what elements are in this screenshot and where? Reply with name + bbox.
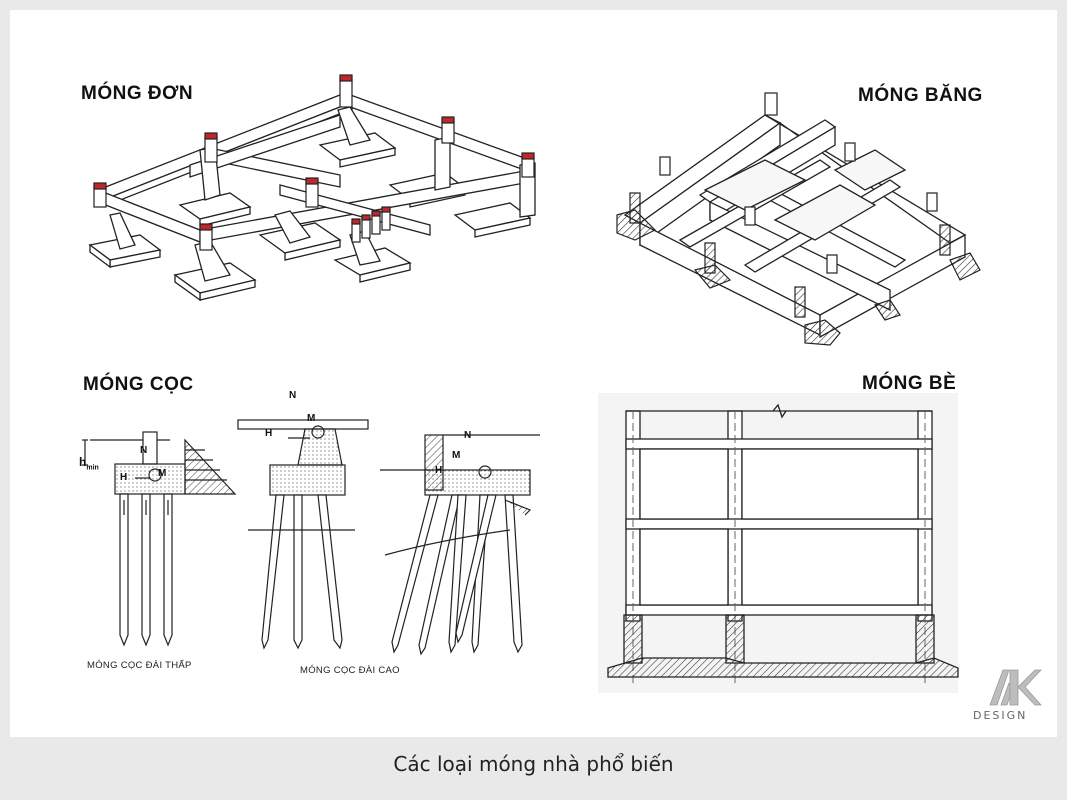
logo-text: DESIGN [973, 709, 1028, 722]
mong-bang-title: MÓNG BĂNG [858, 85, 983, 106]
figure-caption: Các loại móng nhà phổ biến [393, 752, 674, 776]
high-cap-h-label: H [265, 428, 273, 439]
mong-coc-drawing [82, 419, 540, 656]
mong-bang-drawing [616, 92, 981, 346]
mong-be-title: MÓNG BÈ [862, 373, 957, 394]
mong-coc-title: MÓNG CỌC [83, 374, 194, 395]
hmin-label: hmin [79, 455, 99, 472]
mong-don-title: MÓNG ĐƠN [81, 83, 194, 104]
mong-be-drawing [598, 393, 959, 693]
high-cap-caption: MÓNG CỌC ĐÀI CAO [300, 665, 400, 676]
high-cap-n-label: N [289, 390, 297, 401]
diagram-panel: MÓNG ĐƠN [10, 10, 1057, 737]
ak-logo-icon [989, 669, 1042, 706]
column-stub [93, 182, 107, 208]
low-cap-m-label: M [158, 468, 167, 479]
mong-don-drawing [88, 74, 536, 302]
inclined-m-label: M [452, 450, 461, 461]
inclined-h-label: H [435, 465, 443, 476]
high-cap-m-label: M [307, 413, 316, 424]
low-cap-caption: MÓNG CỌC ĐÀI THẤP [87, 660, 192, 671]
low-cap-h-label: H [120, 472, 128, 483]
low-cap-n-label: N [140, 445, 148, 456]
inclined-n-label: N [464, 430, 472, 441]
